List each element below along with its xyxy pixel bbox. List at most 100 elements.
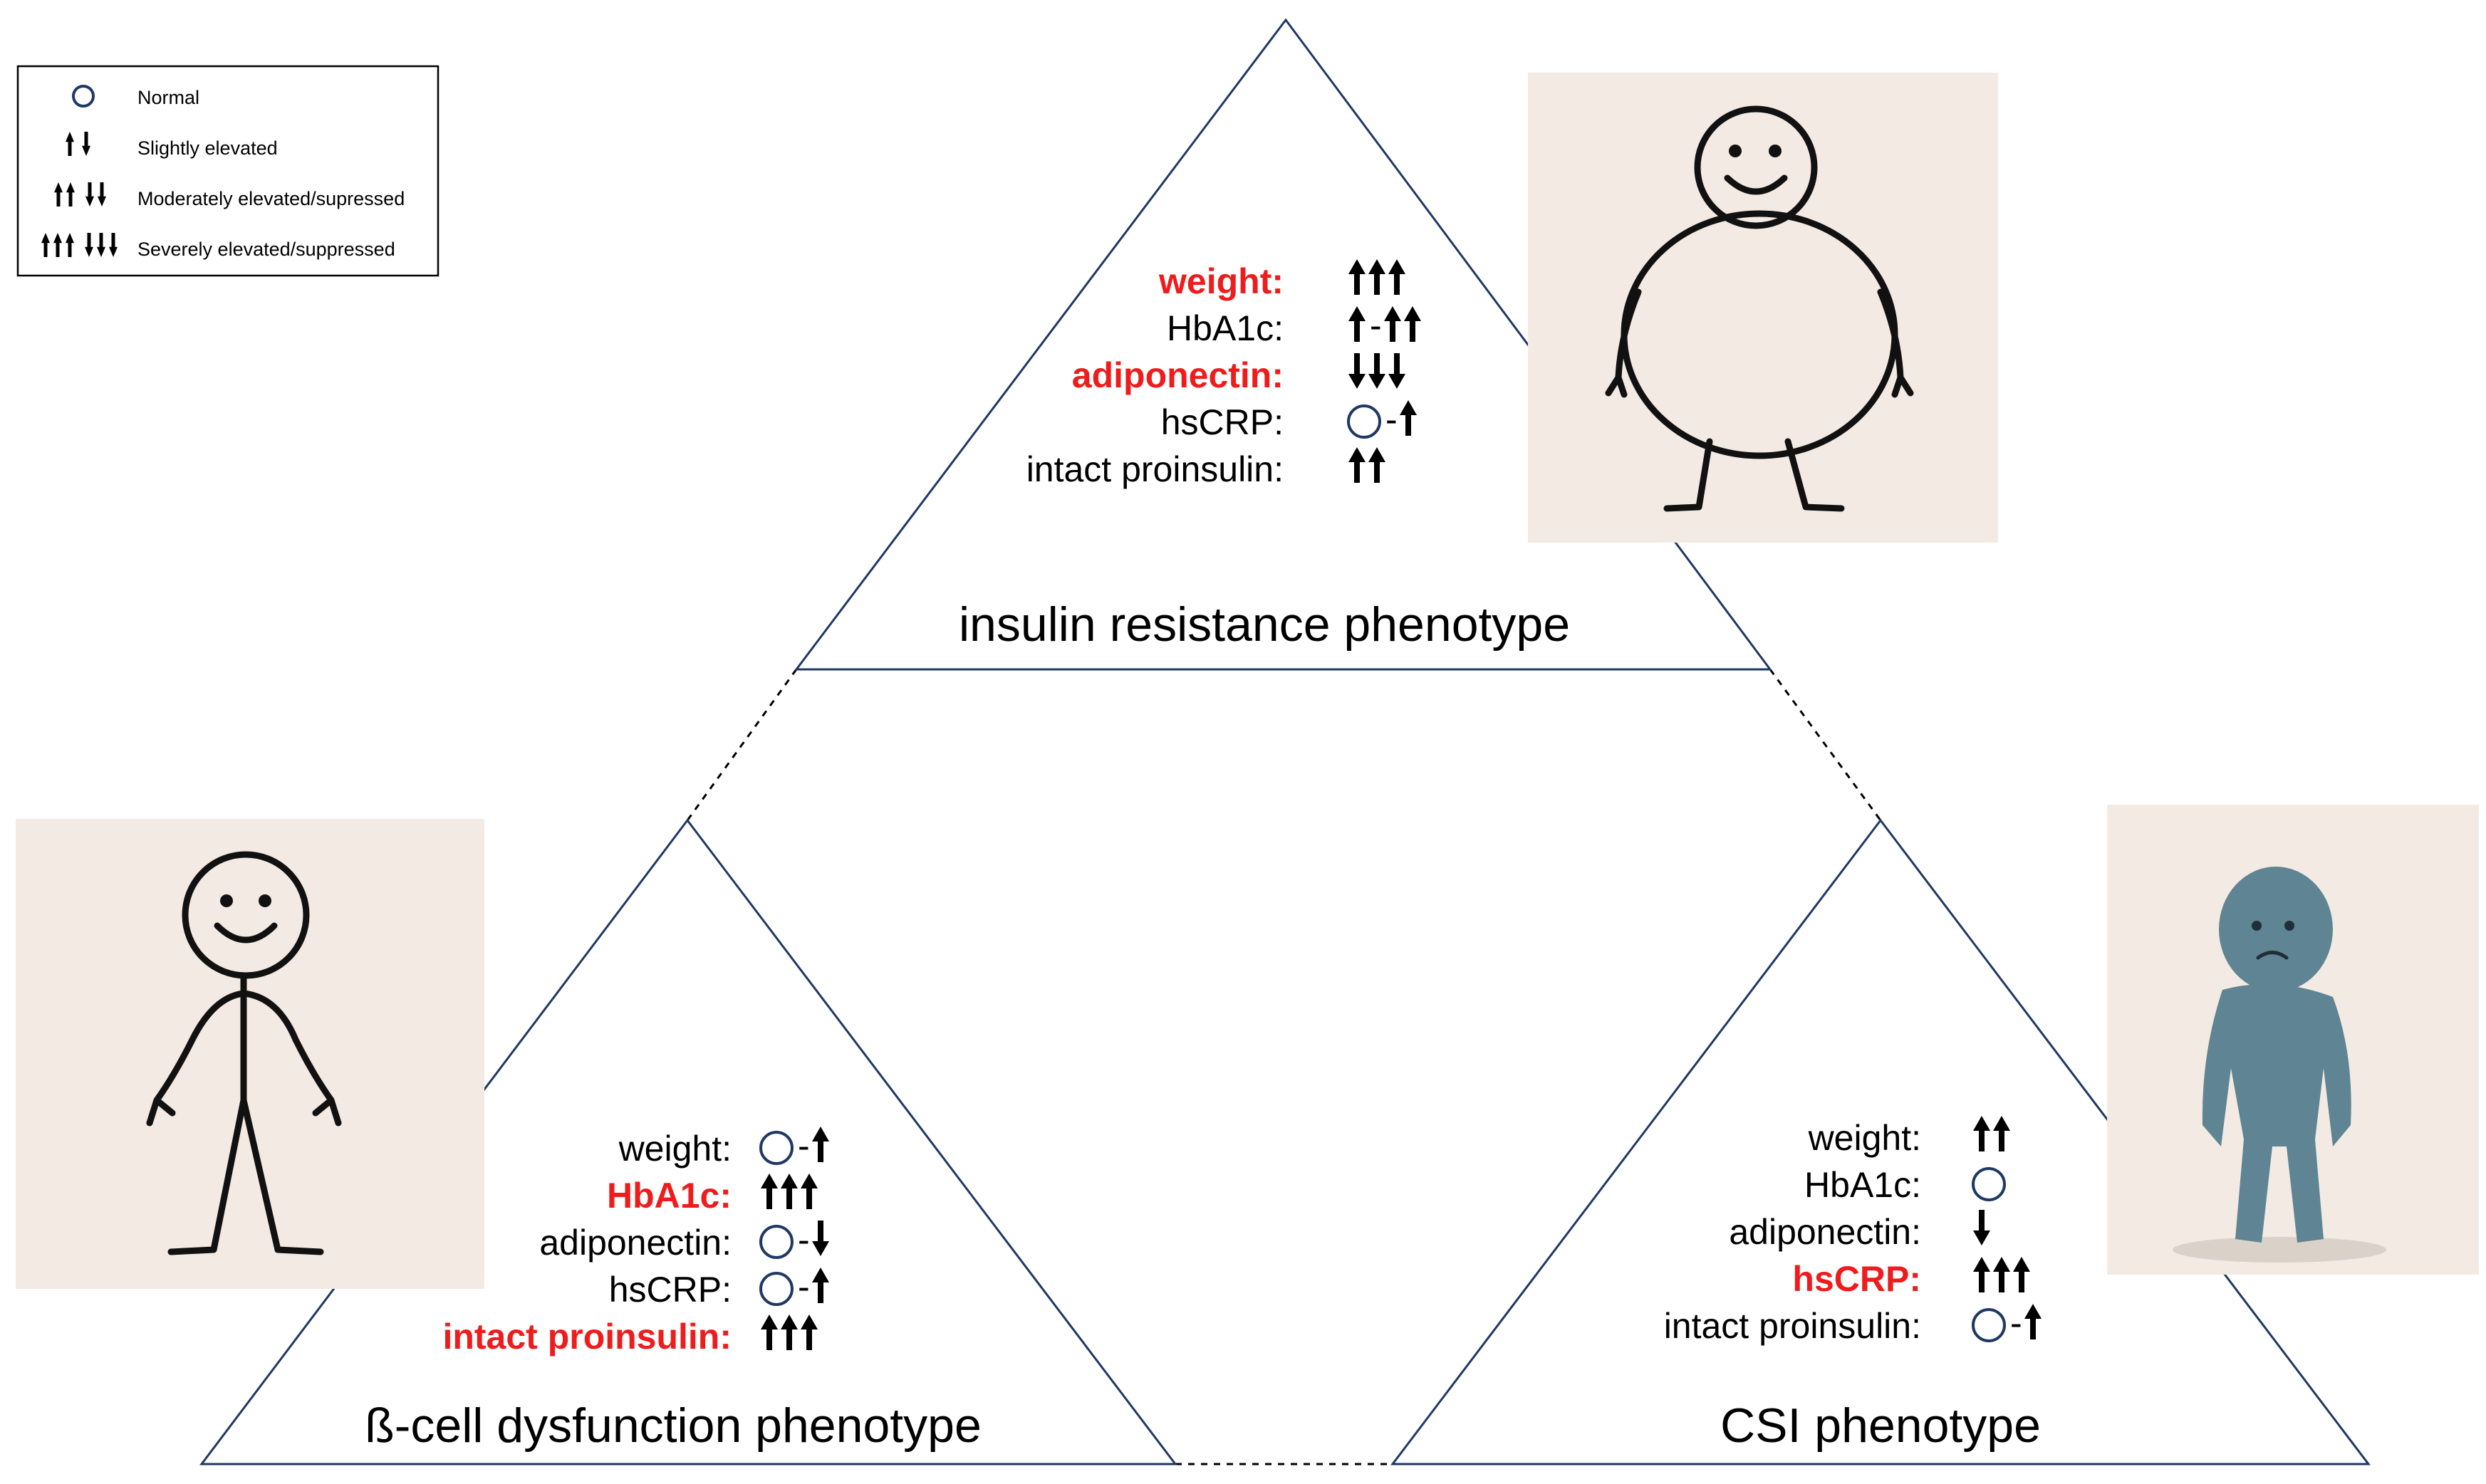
down-arrow-icon [1388,353,1405,389]
measure-label: HbA1c: [607,1176,732,1216]
measure-row: intact proinsulin: - [1664,1303,2042,1346]
rows-beta-cell: weight: - HbA1c: adiponectin: - hsCRP: - intact… [442,1126,829,1357]
measure-label: HbA1c: [1804,1165,1921,1205]
legend-label: Slightly elevated [137,137,278,159]
normal-circle-icon [759,1272,794,1306]
range-dash: - [798,1220,810,1260]
down-arrow-icon [97,233,105,257]
down-arrow-icon [109,233,118,257]
measure-label: adiponectin: [1072,355,1284,395]
legend-label: Moderately elevated/supressed [137,188,405,209]
normal-circle-icon [1972,1308,2006,1342]
measure-row: intact proinsulin: [442,1315,818,1357]
legend-item: Severely elevated/suppressed [41,233,395,260]
up-arrow-icon [66,182,75,207]
up-arrow-icon [761,1315,778,1350]
measure-label: weight: [618,1129,732,1169]
measure-row: weight: [1158,259,1405,301]
up-arrow-icon [1368,259,1385,295]
up-arrow-icon [53,233,62,257]
up-arrow-icon [801,1174,818,1209]
measure-row: weight: - [618,1126,829,1169]
measure-row: HbA1c: - [1167,305,1421,348]
range-dash: - [2010,1303,2022,1343]
up-arrow-icon [2013,1257,2030,1292]
connector-right [1769,669,1882,821]
legend-item: Slightly elevated [66,132,278,159]
up-arrow-icon [1384,306,1401,342]
down-arrow-icon [1348,353,1366,389]
range-dash: - [798,1126,810,1166]
down-arrow-icon [82,132,90,156]
up-arrow-icon [1388,259,1405,295]
measure-row: adiponectin: [1072,353,1405,395]
measure-label: weight: [1808,1118,1921,1158]
down-arrow-icon [85,182,94,207]
range-dash: - [1385,399,1398,439]
measure-label: hsCRP: [1161,402,1284,442]
title-beta-cell: ß-cell dysfunction phenotype [365,1399,982,1453]
measure-label: intact proinsulin: [442,1317,732,1357]
measure-row: hsCRP: - [609,1267,829,1310]
rows-csi: weight:HbA1c:adiponectin:hsCRP:intact pr… [1664,1116,2042,1346]
up-arrow-icon [1348,259,1366,295]
legend-label: Normal [137,87,199,108]
thin-figure-illustration [16,819,484,1289]
normal-circle-icon [759,1225,794,1259]
up-arrow-icon [761,1174,778,1209]
up-arrow-icon [41,233,50,257]
up-arrow-icon [1993,1116,2010,1151]
range-dash: - [1370,305,1382,345]
up-arrow-icon [801,1315,818,1350]
normal-circle-icon [1972,1167,2006,1201]
measure-row: HbA1c: [607,1174,818,1216]
measure-label: hsCRP: [1792,1259,1921,1299]
obese-figure-illustration [1528,73,1998,543]
sad-figure-illustration [2107,805,2479,1275]
measure-label: adiponectin: [539,1223,732,1263]
normal-circle-icon [759,1131,794,1165]
measure-label: intact proinsulin: [1026,449,1284,489]
up-arrow-icon [812,1268,829,1303]
measure-label: weight: [1158,261,1284,301]
measure-row: hsCRP: [1792,1257,2030,1299]
measure-label: intact proinsulin: [1664,1306,1921,1346]
measure-label: adiponectin: [1729,1212,1921,1252]
connector-left [686,669,798,821]
up-arrow-icon [812,1127,829,1162]
up-arrow-icon [2024,1304,2042,1339]
measure-row: hsCRP: - [1161,399,1417,442]
up-arrow-icon [1400,400,1417,436]
measure-row: weight: [1808,1116,2010,1158]
legend-item: Normal [72,85,199,108]
measure-row: HbA1c: [1804,1165,2006,1205]
up-arrow-icon [1404,306,1421,342]
measure-row: adiponectin: - [539,1220,829,1263]
measure-label: hsCRP: [609,1270,732,1310]
up-arrow-icon [66,132,74,156]
up-arrow-icon [1348,447,1366,483]
measure-row: adiponectin: [1729,1210,1990,1252]
down-arrow-icon [85,233,93,257]
up-arrow-icon [781,1174,798,1209]
range-dash: - [798,1267,810,1307]
up-arrow-icon [66,233,74,257]
measure-row: intact proinsulin: [1026,447,1385,489]
measure-label: HbA1c: [1167,308,1284,348]
up-arrow-icon [1973,1257,1990,1292]
legend-item: Moderately elevated/supressed [54,182,405,209]
normal-circle-icon [1347,404,1381,439]
title-csi: CSI phenotype [1720,1399,2041,1453]
up-arrow-icon [1993,1257,2010,1292]
title-insulin-resistance: insulin resistance phenotype [959,597,1570,652]
down-arrow-icon [1368,353,1385,389]
down-arrow-icon [1973,1210,1990,1245]
normal-circle-icon [72,85,95,108]
up-arrow-icon [54,182,63,207]
up-arrow-icon [781,1315,798,1350]
down-arrow-icon [98,182,106,207]
up-arrow-icon [1973,1116,1990,1151]
rows-insulin-resistance: weight: HbA1c: - adiponectin: hsCRP: - intact … [1026,259,1421,489]
